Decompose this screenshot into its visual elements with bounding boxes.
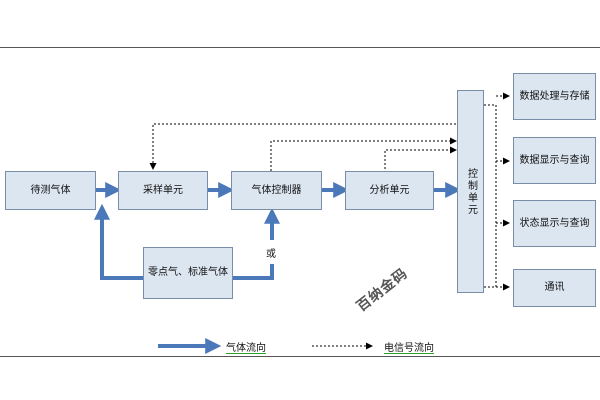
gas-flow-arrows bbox=[94, 182, 462, 280]
signal-controller-to-control bbox=[270, 137, 457, 171]
or-label: 或 bbox=[266, 249, 276, 260]
signal-flow-lines bbox=[149, 92, 510, 291]
gas-controller-box: 气体控制器 bbox=[231, 171, 322, 210]
gas-line-zero-to-controller bbox=[233, 264, 274, 280]
signal-analysis-to-control bbox=[384, 146, 457, 169]
analysis-unit-box: 分析单元 bbox=[345, 171, 434, 210]
status-display-box: 状态显示与查询 bbox=[513, 200, 596, 247]
zero-standard-gas-box: 零点气、标准气体 bbox=[143, 247, 233, 299]
legend-signal-flow-label: 电信号流向 bbox=[384, 343, 434, 354]
data-storage-box: 数据处理与存储 bbox=[513, 73, 596, 120]
sampling-unit-box: 采样单元 bbox=[118, 171, 208, 210]
bottom-frame-line bbox=[0, 356, 600, 357]
gas-arrow-zero-to-sample-line bbox=[94, 203, 143, 280]
legend-gas-flow-label: 气体流向 bbox=[226, 343, 266, 354]
signal-bus-line bbox=[484, 104, 497, 288]
communication-box: 通讯 bbox=[513, 269, 596, 307]
control-unit-box: 控制单元 bbox=[457, 90, 484, 293]
top-frame-line bbox=[0, 47, 600, 48]
data-display-box: 数据显示与查询 bbox=[513, 137, 596, 184]
signal-control-to-sampling bbox=[149, 123, 456, 170]
sample-gas-box: 待测气体 bbox=[5, 171, 96, 210]
